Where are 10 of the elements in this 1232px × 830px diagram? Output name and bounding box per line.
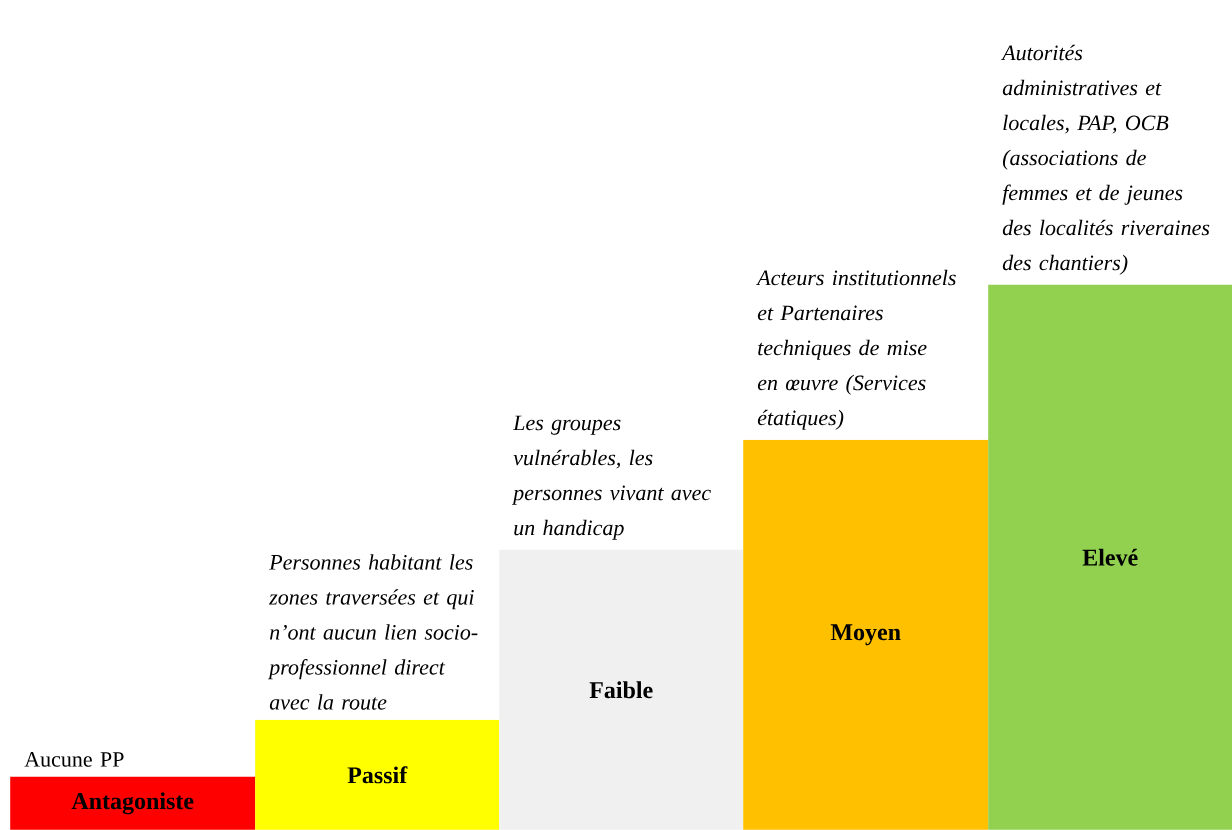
caption-text: Acteurs institutionnels et Partenaires techniques de mise en œuvre (Services étatiques) — [756, 269, 956, 430]
bar: Passif — [255, 719, 500, 830]
caption-text: Aucune PP — [24, 752, 124, 767]
caption-text: Autorités administratives et locales, PAP, OCB (associations de femmes et de jeunes des localités riveraines des chantiers) — [1001, 44, 1210, 275]
caption-text: Personnes habitant les zones traversées et qui n’ont aucun lien socio-professionnel direct avec la route — [267, 554, 478, 710]
bar: Elevé — [988, 284, 1232, 830]
caption-text: Les groupes vulnérables, les personnes vivant avec un handicap — [511, 415, 711, 540]
bar: Moyen — [743, 439, 989, 830]
bar: Antagoniste — [10, 776, 256, 830]
bar: Faible — [499, 549, 744, 830]
